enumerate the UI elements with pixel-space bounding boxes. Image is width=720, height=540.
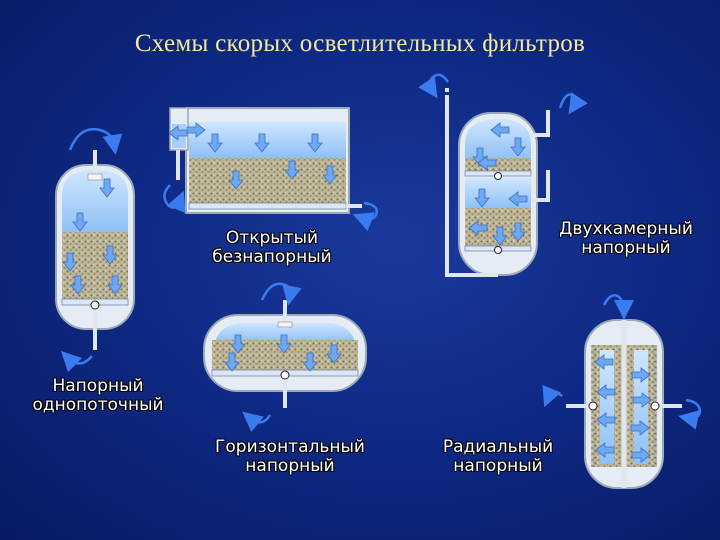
label-radial: Радиальный напорный [418, 438, 578, 476]
label-two-chamber: Двухкамерный напорный [540, 220, 712, 258]
radial-filter [542, 293, 702, 489]
label-horizontal: Горизонтальный напорный [196, 438, 384, 476]
label-horizontal-line1: Горизонтальный [215, 437, 365, 457]
label-open-line2: безнапорный [212, 247, 332, 267]
two-chamber-filter [418, 73, 588, 277]
label-single-flow-line2: однопоточный [32, 395, 164, 415]
label-open: Открытый безнапорный [192, 229, 352, 267]
horizontal-filter [203, 282, 367, 433]
label-two-chamber-line1: Двухкамерный [559, 219, 693, 239]
label-radial-line2: напорный [453, 456, 543, 476]
single-flow-filter [55, 127, 135, 373]
label-horizontal-line2: напорный [245, 456, 335, 476]
open-filter [163, 107, 378, 231]
label-open-line1: Открытый [225, 228, 319, 248]
label-two-chamber-line2: напорный [581, 238, 671, 258]
label-single-flow: Напорный однопоточный [18, 377, 178, 415]
slide-title: Схемы скорых осветлительных фильтров [134, 30, 586, 57]
label-radial-line1: Радиальный [442, 437, 554, 457]
label-single-flow-line1: Напорный [52, 376, 144, 396]
